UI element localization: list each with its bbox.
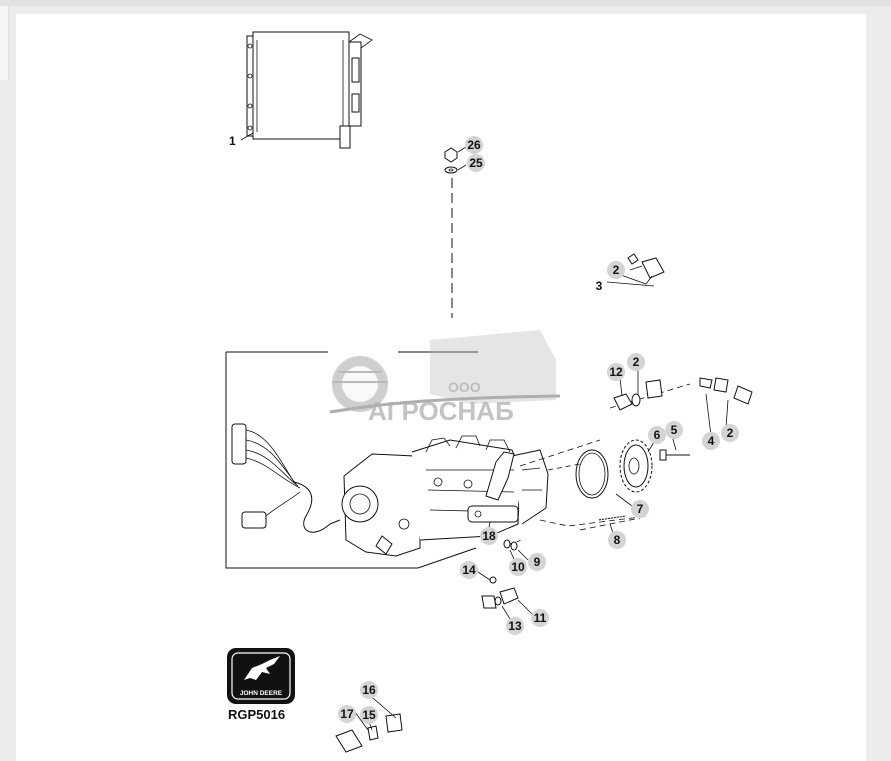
svg-text:18: 18 [482,529,496,543]
svg-text:1: 1 [229,134,236,148]
callout-5: 5 [665,421,683,439]
callout-2-mid: 2 [627,353,645,371]
stud-part [597,515,627,521]
banjo-fitting-part [613,393,641,411]
svg-text:12: 12 [609,365,623,379]
callout-16: 16 [360,681,378,699]
callout-12: 11 [531,609,549,627]
logo-text: JOHN DEERE [240,690,283,697]
svg-text:26: 26 [467,138,481,152]
leader-lines [351,265,729,731]
callout-7: 7 [631,500,649,518]
callout-18: 18 [480,527,498,545]
callout-25: 25 [467,154,485,172]
watermark-company: АГРОСНАБ [368,396,514,426]
control-unit-part [240,31,373,149]
callout-11: 10 [509,558,527,576]
callout-8: 8 [608,531,626,549]
nut-washer-parts [444,146,467,174]
o-ring-part [575,449,609,499]
svg-text:11: 11 [534,611,547,625]
parts-diagram: ООО АГРОСНАБ 1 26 25 2 3 12 2 4 2 5 6 [225,31,753,753]
svg-text:2: 2 [613,263,620,277]
pump-frame [225,351,478,569]
fuel-line-upper [627,253,753,405]
svg-text:14: 14 [462,563,476,577]
svg-text:10: 10 [511,560,525,574]
callout-6: 6 [648,426,666,444]
john-deere-logo: JOHN DEERE [227,648,295,704]
callout-17: 17 [338,705,356,723]
diagram-card: ООО АГРОСНАБ 1 26 25 2 3 12 2 4 2 5 6 [16,14,866,761]
callout-1: 1 [229,134,236,148]
svg-text:16: 16 [362,683,376,697]
callout-3: 3 [596,279,603,293]
callout-10: 9 [528,553,546,571]
svg-text:2: 2 [633,355,640,369]
callout-26: 26 [465,136,483,154]
svg-text:4: 4 [708,434,715,448]
fuel-line-lower [335,595,497,753]
svg-text:3: 3 [596,279,603,293]
reference-code: RGP5016 [228,707,285,722]
svg-text:13: 13 [508,619,522,633]
callout-15: 15 [360,706,378,724]
browser-top-bar [0,0,891,6]
svg-text:2: 2 [727,426,734,440]
callout-2-top: 2 [607,261,625,279]
svg-text:8: 8 [614,533,621,547]
svg-text:5: 5 [671,423,678,437]
injection-pump [341,435,549,557]
callout-13: 13 [506,617,524,635]
watermark: ООО АГРОСНАБ [329,330,561,426]
callout-9: 12 [607,363,625,381]
callout-4: 4 [702,432,720,450]
deer-icon [244,656,280,680]
callout-14: 14 [460,561,478,579]
svg-text:9: 9 [534,555,541,569]
wiring-harness [231,423,341,533]
svg-text:17: 17 [340,707,354,721]
drive-gear-part [619,439,653,493]
svg-text:15: 15 [362,708,376,722]
bolt-part [659,449,690,461]
svg-text:25: 25 [469,156,483,170]
watermark-prefix: ООО [448,379,481,395]
side-panel-edge [0,6,9,80]
svg-text:6: 6 [654,428,661,442]
callout-2-right: 2 [721,424,739,442]
svg-text:7: 7 [637,502,644,516]
